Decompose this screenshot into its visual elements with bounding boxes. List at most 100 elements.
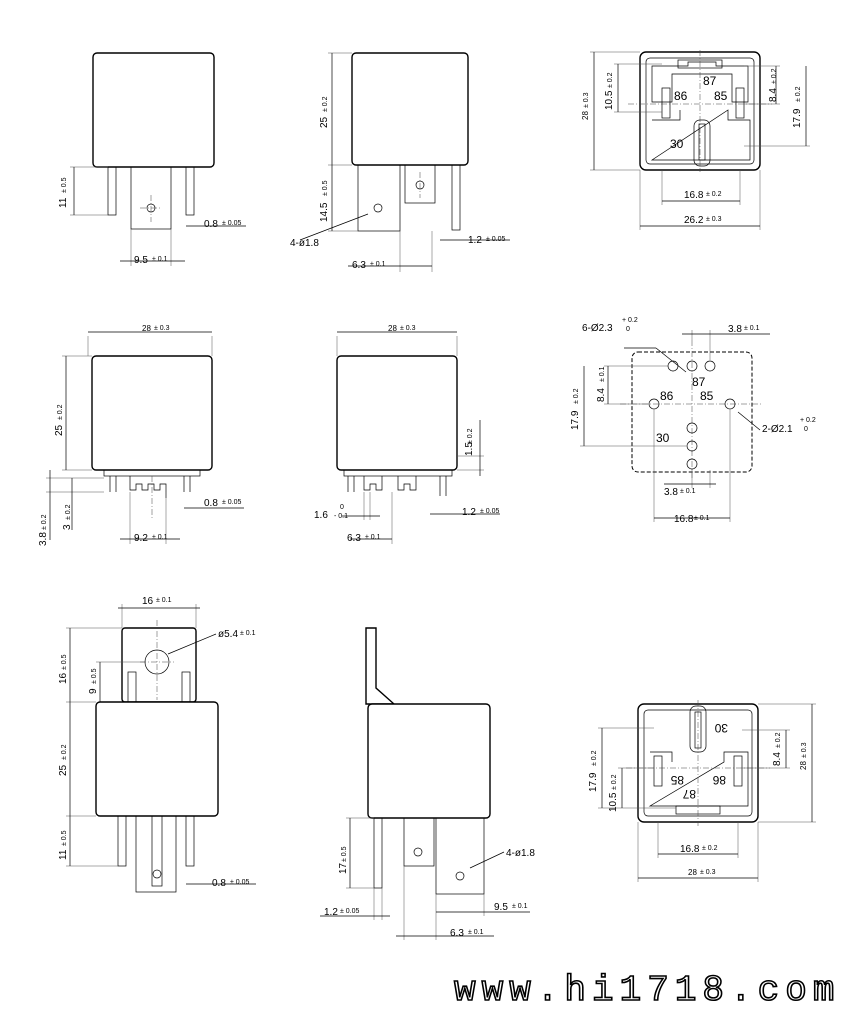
tol-03-v5: ± 0.3 [400,325,416,332]
tol-01-v7: ± 0.1 [156,597,172,604]
tol-02-v3d: ± 0.2 [706,191,722,198]
tol-16-up: 0 [340,504,344,511]
dim-17-9: 17.9 [792,108,803,128]
dim-17-9-v9: 17.9 [588,772,599,792]
dim-3-8-v4: 3.8 [38,532,49,546]
tol-03-v4: ± 0.3 [154,325,170,332]
tol-005-v7: ± 0.05 [230,879,250,886]
dim-8-4-v6: 8.4 [596,388,607,402]
dim-28-v3: 28 [581,111,590,120]
dim-5-4: ø5.4 [218,629,238,640]
dim-14-5: 14.5 [319,202,330,222]
dim-10-5: 10.5 [604,90,615,110]
tol-005: ± 0.05 [222,220,242,227]
pin-30-v9: 30 [714,721,728,735]
dim-hole-6: 6-Ø2.3 [582,323,613,334]
dim-3-v4: 3 [62,524,73,530]
dim-1-2-v8: 1.2 [324,907,338,918]
tol-23-dn: 0 [626,326,630,333]
dim-17-9-v6: 17.9 [570,410,581,430]
tol-02-v3: ± 0.2 [607,72,614,88]
tol-01-v7b: ± 0.1 [240,630,256,637]
view-front-middle-left [46,331,244,544]
dim-3-8-v6a: 3.8 [728,324,742,335]
dim-9-5: 9.5 [134,255,148,266]
pin-86-v3: 86 [674,89,688,103]
tol-03-v9b: ± 0.3 [700,869,716,876]
dim-9-5-v8: 9.5 [494,902,508,913]
tol-03-v3b: ± 0.3 [706,216,722,223]
dim-11: 11 [58,197,69,208]
tol-05-v7c: ± 0.5 [61,830,68,846]
view-front-top-left [70,52,246,266]
view-pcb-layout [580,330,770,522]
dim-8-4-v9: 8.4 [772,752,783,766]
tol-01-v2: ± 0.1 [370,261,386,268]
dim-28-v4: 28 [142,324,151,333]
dim-10-5-v9: 10.5 [608,792,619,812]
tol-21-up: + 0.2 [800,417,816,424]
dim-25-v7: 25 [58,764,69,776]
dim-9-2: 9.2 [134,533,148,544]
tol-01: ± 0.1 [152,256,168,263]
dim-hole-4: 4-ø1.8 [290,238,319,249]
tol-05-v8: ± 0.5 [341,846,348,862]
tol-005-v8: ± 0.05 [340,908,360,915]
tol-02-v6: ± 0.2 [573,388,580,404]
tol-02-v9c: ± 0.2 [775,732,782,748]
tol-03-v9: ± 0.3 [801,742,808,758]
tol-02-v4c: ± 0.2 [65,504,72,520]
dim-9: 9 [88,688,99,694]
dim-25-v2: 25 [319,116,330,128]
tol-02-v7: ± 0.2 [61,744,68,760]
tol-01-v4: ± 0.1 [152,534,168,541]
tol-02-v4b: ± 0.2 [41,514,48,530]
pin-87-v9: 87 [682,787,696,801]
pin-30-v3: 30 [670,137,684,151]
dim-0-8-v7: 0.8 [212,878,226,889]
dim-28-v5: 28 [388,324,397,333]
tol-01-v6c: ± 0.1 [680,488,696,495]
pin-30-v6: 30 [656,431,670,445]
view-bottom-mirrored [598,700,816,882]
dim-25-v4: 25 [54,424,65,436]
dim-28-v9: 28 [799,761,808,770]
dim-1-2-v5: 1.2 [462,507,476,518]
tol-005-v5: ± 0.05 [480,508,500,515]
view-bracket-front [66,604,256,893]
dim-1-6: 1.6 [314,510,328,521]
pin-86-v9: 86 [712,773,726,787]
tol-01-v6b: ± 0.1 [599,366,606,382]
tol-02-v3b: ± 0.2 [771,68,778,84]
dim-hole-4-b: 4-ø1.8 [506,848,535,859]
dim-28-v9b: 28 [688,868,697,877]
tol-02-v4: ± 0.2 [57,404,64,420]
tol-02-v9d: ± 0.2 [702,845,718,852]
tol-005-v4: ± 0.05 [222,499,242,506]
tol-01-v6d: ± 0.1 [694,515,710,522]
watermark: www.hi1718.com [454,970,840,1011]
dim-26-2: 26.2 [684,215,704,226]
dim-8-4: 8.4 [768,88,779,102]
tol-01-v6a: ± 0.1 [744,325,760,332]
dim-16-8: 16.8 [684,190,704,201]
pin-86-v6: 86 [660,389,674,403]
dim-16-v: 16 [58,672,69,684]
tol-21-dn: 0 [804,426,808,433]
tol-02-v9b: ± 0.2 [611,774,618,790]
dim-16: 16 [142,596,154,607]
pin-87-v6: 87 [692,375,706,389]
pin-85-v3: 85 [714,89,728,103]
pin-85-v9: 85 [670,773,684,787]
dim-6-3-v8: 6.3 [450,928,464,939]
tol-02-v9: ± 0.2 [591,750,598,766]
tol-16-dn: - 0.1 [334,513,348,520]
dim-11-v7: 11 [58,849,69,860]
view-side-middle-middle [336,331,500,544]
pin-85-v6: 85 [700,389,714,403]
dim-1-5: 1.5 [464,442,475,456]
tol-05-v2: ± 0.5 [322,180,329,196]
tol-05: ± 0.5 [61,177,68,193]
view-bottom-top-right [590,50,810,230]
